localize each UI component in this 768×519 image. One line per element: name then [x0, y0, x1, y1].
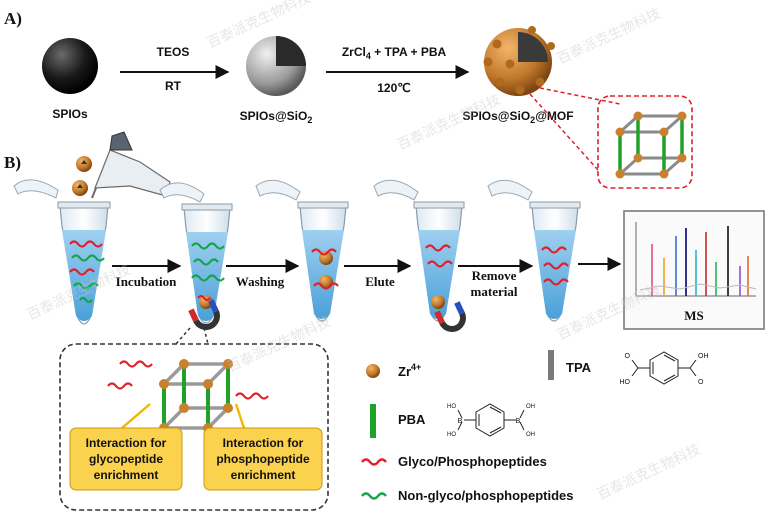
inset-connector-right: [203, 327, 209, 345]
legend-zr-label: Zr4+: [398, 362, 421, 379]
magnet-2: [434, 301, 466, 332]
callout-phospho-line1: Interaction for: [223, 436, 304, 450]
step-material: material: [471, 284, 518, 299]
panel-b-label: B): [4, 153, 21, 172]
legend-tpa-label: TPA: [566, 360, 592, 375]
node-spio-sio2-mof: SPIOs@SiO2@MOF: [462, 109, 573, 125]
inset-peptide-1: [119, 360, 153, 368]
tube-2: [159, 182, 233, 324]
label-teos: TEOS: [157, 45, 190, 59]
node-spios: SPIOs: [52, 107, 88, 121]
step-washing: Washing: [236, 274, 285, 289]
legend-glyco-icon: [361, 458, 387, 466]
tube-4: [373, 179, 465, 322]
pointer-phospho: [234, 403, 246, 429]
pba-b-right: B: [516, 418, 521, 425]
callout-glyco-line2: glycopeptide: [89, 452, 163, 466]
zoom-line-bottom: [529, 93, 599, 171]
spio-sphere: [42, 38, 98, 94]
panel-a-label: A): [4, 9, 22, 28]
tube-1: [13, 179, 111, 325]
pba-ho-bottom: HO: [447, 432, 456, 438]
legend-nonglyco-icon: [361, 492, 387, 500]
mof-unit-cell-small: [615, 111, 687, 179]
label-temperature: 120℃: [377, 81, 411, 95]
legend-glyco-label: Glyco/Phosphopeptides: [398, 454, 547, 469]
step-remove: Remove: [472, 268, 517, 283]
callout-glyco: [69, 427, 183, 491]
ms-spectrum-box: [623, 210, 765, 330]
tpa-structure: [631, 351, 697, 385]
inset-box: [59, 343, 329, 511]
tpa-o-left: O: [625, 353, 631, 360]
tpa-oh: OH: [698, 353, 709, 360]
svg-text:百泰派克生物科技: 百泰派克生物科技: [595, 442, 703, 504]
pipette: [91, 131, 171, 199]
pba-oh-bottom: OH: [526, 432, 535, 438]
label-rt: RT: [165, 79, 182, 93]
magnet-1: [188, 299, 220, 330]
spio-sio2-mof-sphere: [483, 26, 555, 96]
callout-glyco-line3: enrichment: [94, 468, 159, 482]
callout-phospho: [203, 427, 323, 491]
pba-structure: [457, 403, 525, 437]
legend-pba-label: PBA: [398, 412, 426, 427]
node-spio-sio2: SPIOs@SiO2: [240, 109, 313, 125]
inset-peptide-2: [107, 382, 133, 390]
pba-b-left: B: [458, 418, 463, 425]
callout-glyco-line1: Interaction for: [86, 436, 167, 450]
legend-tpa-icon: [548, 350, 554, 380]
tpa-ho: HO: [620, 379, 631, 386]
step-elute: Elute: [365, 274, 395, 289]
step-incubation: Incubation: [116, 274, 177, 289]
inset-peptide-3: [235, 392, 269, 400]
pba-ho-top: HO: [447, 404, 456, 410]
spio-sio2-sphere: [246, 36, 306, 96]
svg-text:百泰派克生物科技: 百泰派克生物科技: [555, 6, 663, 68]
callout-phospho-line3: enrichment: [231, 468, 296, 482]
legend-nonglyco-label: Non-glyco/phosphopeptides: [398, 488, 574, 503]
tube-3: [255, 179, 349, 322]
ms-label: MS: [684, 308, 704, 323]
pointer-glyco: [121, 403, 151, 429]
mof-zoom-box: [597, 95, 693, 189]
pba-oh-top: OH: [526, 404, 535, 410]
label-reagents: ZrCl4 + TPA + PBA: [342, 45, 447, 61]
tpa-o-right: O: [698, 379, 704, 386]
tube-5: [487, 179, 581, 322]
legend-pba-icon: [370, 404, 376, 438]
callout-phospho-line2: phosphopeptide: [216, 452, 310, 466]
mof-unit-cell-large: [159, 359, 233, 433]
inset-connector-left: [175, 327, 191, 345]
legend-zr-icon: [366, 364, 380, 378]
